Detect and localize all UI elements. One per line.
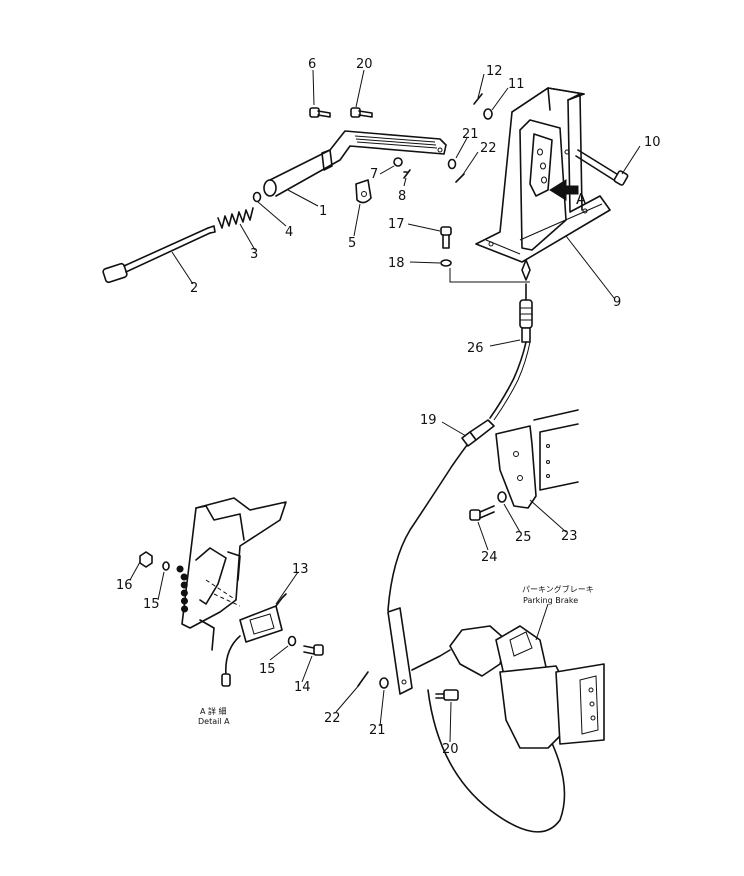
callout-9: 9 — [613, 295, 621, 310]
parking-brake-label-en: Parking Brake — [523, 596, 578, 605]
part-8-cotter-pin — [403, 169, 411, 179]
part-18-washer — [440, 259, 452, 267]
callout-17: 17 — [388, 217, 405, 232]
callout-20-bottom: 20 — [442, 742, 459, 757]
callout-12: 12 — [486, 64, 503, 79]
callout-11: 11 — [508, 77, 525, 92]
part-2-rod — [102, 225, 216, 284]
callout-24: 24 — [481, 550, 498, 565]
part-17-bolt — [440, 226, 452, 249]
cable-clevis — [387, 607, 413, 695]
cable-outer — [493, 341, 531, 421]
callout-13: 13 — [292, 562, 309, 577]
part-22-pin-bottom — [357, 671, 369, 687]
part-5-clevis — [355, 179, 372, 204]
brake-caliper — [499, 665, 569, 749]
callout-14: 14 — [294, 680, 311, 695]
callout-26: 26 — [467, 341, 484, 356]
callout-15-right: 15 — [259, 662, 276, 677]
leader-lines — [129, 69, 641, 743]
part-15-washer-right — [287, 635, 297, 647]
control-cable — [387, 341, 527, 623]
callouts: 6 20 12 11 10 21 22 7 8 1 4 3 5 2 17 18 … — [116, 57, 661, 757]
callout-25: 25 — [515, 530, 532, 545]
part-4-washer — [252, 191, 262, 203]
callout-15-left: 15 — [143, 597, 160, 612]
view-arrow-icon — [549, 179, 579, 201]
callout-16: 16 — [116, 578, 133, 593]
callout-22-bottom: 22 — [324, 711, 341, 726]
part-24-bolt — [469, 505, 495, 521]
part-1-lever — [263, 130, 447, 197]
part-7-nut — [393, 157, 403, 167]
part-3-spring — [217, 207, 254, 229]
part-20-bolt-top — [350, 107, 373, 118]
detail-chain — [176, 565, 189, 613]
part-12-pin — [473, 93, 483, 105]
parking-brake-label-jp: パーキングブレーキ — [522, 584, 594, 594]
part-15-washer-left — [162, 561, 170, 571]
detail-switch — [239, 605, 283, 643]
callout-22-top: 22 — [480, 141, 497, 156]
parking-brake-assembly — [387, 607, 605, 833]
detail-a-label-en: Detail A — [198, 717, 230, 726]
brake-lever — [449, 625, 507, 677]
detail-a-view — [176, 497, 287, 687]
view-marker-label: A — [576, 190, 587, 208]
brake-drum — [427, 689, 566, 833]
callout-3: 3 — [250, 247, 258, 262]
callout-1: 1 — [319, 204, 327, 219]
part-10-bolt — [575, 149, 629, 186]
part-21-washer-bottom — [379, 677, 389, 689]
mount-line — [449, 268, 530, 283]
callout-7: 7 — [370, 167, 378, 182]
part-6-bolt — [309, 107, 331, 118]
part-21-washer-top — [447, 158, 457, 170]
callout-10: 10 — [644, 135, 661, 150]
callout-21-top: 21 — [462, 127, 479, 142]
part-25-washer — [497, 491, 507, 503]
callout-4: 4 — [285, 225, 293, 240]
part-20-bolt-bottom — [435, 689, 459, 701]
callout-20-top: 20 — [356, 57, 373, 72]
callout-8: 8 — [398, 189, 406, 204]
detail-a-label-jp: A 詳 細 — [200, 706, 227, 716]
callout-21-bottom: 21 — [369, 723, 386, 738]
frame-section — [533, 409, 579, 491]
callout-19: 19 — [420, 413, 437, 428]
callout-6: 6 — [308, 57, 316, 72]
callout-23: 23 — [561, 529, 578, 544]
callout-5: 5 — [348, 236, 356, 251]
part-14-bolt — [303, 644, 324, 656]
callout-18: 18 — [388, 256, 405, 271]
callout-2: 2 — [190, 281, 198, 296]
part-26-cable-end — [519, 283, 533, 343]
part-19-adjuster — [461, 419, 495, 447]
part-11-washer — [483, 108, 493, 120]
part-9-bracket — [475, 87, 611, 281]
part-16-nut — [139, 551, 153, 568]
